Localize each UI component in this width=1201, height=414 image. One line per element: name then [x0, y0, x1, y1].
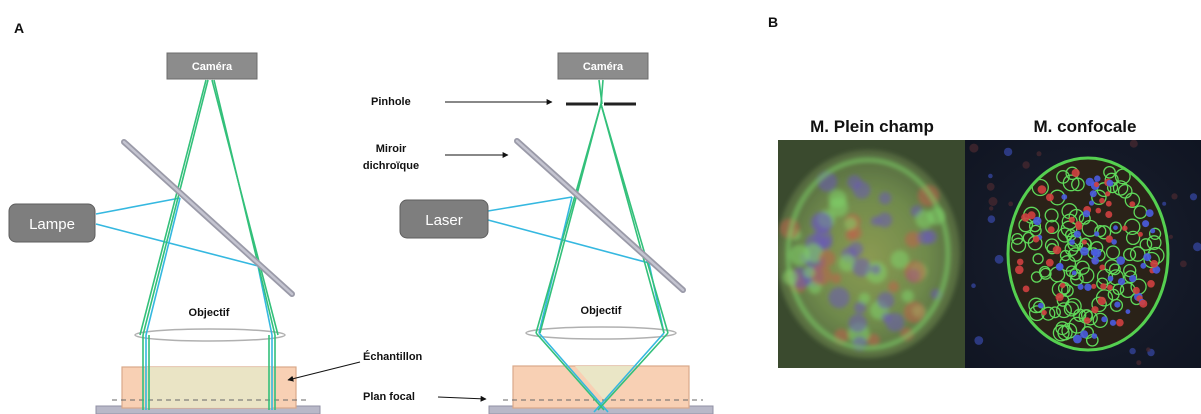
panel-letter-b: B: [768, 14, 778, 30]
confocal-laser-box: [399, 199, 489, 239]
widefield-excitation-beam: [95, 197, 273, 410]
mirror-label-line2: dichroïque: [363, 160, 419, 172]
widefield-objective-label: Objectif: [189, 307, 230, 319]
confocal-laser-label: Laser: [425, 212, 463, 229]
confocal-diagram: Caméra Laser Objectif: [399, 52, 714, 414]
panel-letter-a: A: [14, 20, 24, 36]
widefield-illuminated-volume: [146, 367, 272, 408]
widefield-camera-label: Caméra: [192, 61, 233, 73]
confocal-micrograph: [965, 140, 1201, 368]
confocal-objective-label: Objectif: [581, 305, 622, 317]
sample-label: Échantillon: [363, 350, 423, 363]
mirror-label-line1: Miroir: [376, 143, 407, 155]
pinhole-label: Pinhole: [371, 96, 411, 108]
focal-plane-label: Plan focal: [363, 391, 415, 403]
widefield-image-title: M. Plein champ: [810, 117, 934, 136]
focal-plane-arrow: [437, 395, 487, 402]
widefield-micrograph: [778, 140, 965, 368]
confocal-camera-box: [557, 52, 649, 80]
confocal-emission-beam: [535, 79, 669, 411]
sample-arrow: [287, 361, 361, 382]
widefield-objective-lens: [134, 328, 286, 342]
widefield-lamp-box: [8, 203, 96, 243]
widefield-diagram: Caméra Lampe Objectif: [8, 52, 321, 414]
confocal-objective-lens: [525, 326, 677, 340]
confocal-image-title: M. confocale: [1034, 117, 1137, 136]
widefield-emission-beam: [139, 79, 279, 410]
widefield-camera-box: [166, 52, 258, 80]
confocal-camera-label: Caméra: [583, 61, 624, 73]
widefield-lamp-label: Lampe: [29, 216, 75, 233]
confocal-excitation-cone: [575, 366, 634, 401]
